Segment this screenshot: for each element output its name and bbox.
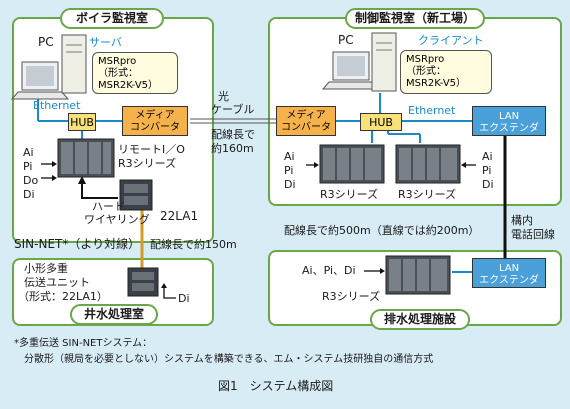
fiber-length-1: 配線長で <box>211 128 255 141</box>
msrpro-bubble-right: MSRpro （形式： MSR2K-V5） <box>400 50 492 94</box>
lan-extender-drain-line2: エクステンダ <box>479 275 539 286</box>
footnote-line1: *多重伝送 SIN-NETシステム： <box>14 338 153 349</box>
room-title-boiler: ボイラ監視室 <box>60 8 164 29</box>
unit-22la1-label: 22LA1 <box>160 209 199 223</box>
hardwire-label-2: ワイヤリング <box>84 213 150 226</box>
sinnet-label: SIN-NET*（より対線） <box>14 237 141 251</box>
media-converter-left-line1: メディア <box>135 110 175 121</box>
r3-rack-a-icon <box>319 144 385 184</box>
r3-label-a: R3シリーズ <box>320 188 379 201</box>
media-converter-left: メディア コンバータ <box>122 106 188 136</box>
msrpro-bubble-left-line2: （形式： <box>98 68 138 79</box>
lan-extender-right-line1: LAN <box>498 111 520 122</box>
signal-rb-ai: Ai <box>482 150 493 163</box>
ethernet-label-left: Ethernet <box>33 99 81 112</box>
media-converter-right-line1: メディア <box>286 110 326 121</box>
signal-ra-di: Di <box>284 178 296 191</box>
media-converter-left-line2: コンバータ <box>130 122 180 133</box>
sinnet-length-label: 配線長で約150m <box>150 238 237 251</box>
client-label: クライアント <box>418 34 484 47</box>
well-unit-label-2: 伝送ユニット <box>24 276 90 289</box>
hardwire-label-1: ハード <box>92 200 125 213</box>
msrpro-bubble-left-line3: MSR2K-V5） <box>98 80 159 91</box>
pc-left-icon <box>10 34 87 100</box>
signal-left-do: Do <box>23 174 39 187</box>
22la1-unit-boiler-icon <box>119 179 153 211</box>
media-converter-right: メディア コンバータ <box>276 106 336 136</box>
r3-label-b: R3シリーズ <box>398 188 457 201</box>
phone-length-label: 配線長で約500m（直線では約200m） <box>284 224 480 237</box>
drain-r3-label: R3シリーズ <box>322 290 381 303</box>
drain-signals-label: Ai、Pi、Di <box>302 264 356 277</box>
signal-left-di: Di <box>23 188 35 201</box>
signal-rb-pi: Pi <box>482 164 492 177</box>
well-room-frame <box>12 258 214 326</box>
fiber-label-1: 光 <box>218 90 229 103</box>
fiber-length-2: 約160m <box>211 142 254 155</box>
room-title-control: 制御監視室（新工場） <box>345 8 485 29</box>
well-unit-label-1: 小形多重 <box>24 262 68 275</box>
r3-rack-drain-icon <box>385 255 451 295</box>
remote-r3-label: R3シリーズ <box>118 157 177 170</box>
room-title-well: 井水処理室 <box>70 304 158 325</box>
room-title-drain: 排水処理施設 <box>370 309 470 330</box>
signal-ra-ai: Ai <box>284 150 295 163</box>
r3-rack-b-icon <box>395 144 461 184</box>
msrpro-bubble-right-line1: MSRpro <box>406 54 445 65</box>
msrpro-bubble-left: MSRpro （形式： MSR2K-V5） <box>92 52 178 94</box>
pc-left-label: PC <box>38 35 54 49</box>
msrpro-bubble-right-line3: MSR2K-V5） <box>406 78 467 89</box>
signal-left-pi: Pi <box>23 160 33 173</box>
lan-extender-drain: LAN エクステンダ <box>472 258 546 288</box>
well-di-label: Di <box>178 292 190 305</box>
signal-ra-pi: Pi <box>284 164 294 177</box>
lan-extender-right-line2: エクステンダ <box>479 123 539 134</box>
hub-right: HUB <box>360 113 402 131</box>
well-unit-label-3: （形式：22LA1） <box>18 290 108 303</box>
footnote-line2: 分散形（親局を必要としない）システムを構築できる、エム・システム技研独自の通信方… <box>24 354 434 365</box>
hub-left: HUB <box>68 113 96 131</box>
media-converter-right-line2: コンバータ <box>281 122 331 133</box>
pc-right-icon <box>321 32 397 92</box>
signal-left-ai: Ai <box>23 146 34 159</box>
r3-rack-left-icon <box>57 138 115 178</box>
pc-right-label: PC <box>338 33 354 47</box>
fiber-label-2: ケーブル <box>211 103 255 116</box>
remote-io-label: リモートI／O <box>118 143 185 156</box>
ethernet-label-right: Ethernet <box>408 104 456 117</box>
msrpro-bubble-right-line2: （形式： <box>406 66 446 77</box>
lan-extender-right: LAN エクステンダ <box>472 106 546 136</box>
signal-rb-di: Di <box>482 178 494 191</box>
22la1-unit-well-icon <box>127 267 159 297</box>
msrpro-bubble-left-line1: MSRpro <box>98 56 137 67</box>
phone-line-label-1: 構内 <box>511 214 533 227</box>
server-label: サーバ <box>89 36 122 49</box>
figure-caption: 図1 システム構成図 <box>218 379 334 393</box>
phone-line-label-2: 電話回線 <box>511 228 555 241</box>
lan-extender-drain-line1: LAN <box>498 263 520 274</box>
